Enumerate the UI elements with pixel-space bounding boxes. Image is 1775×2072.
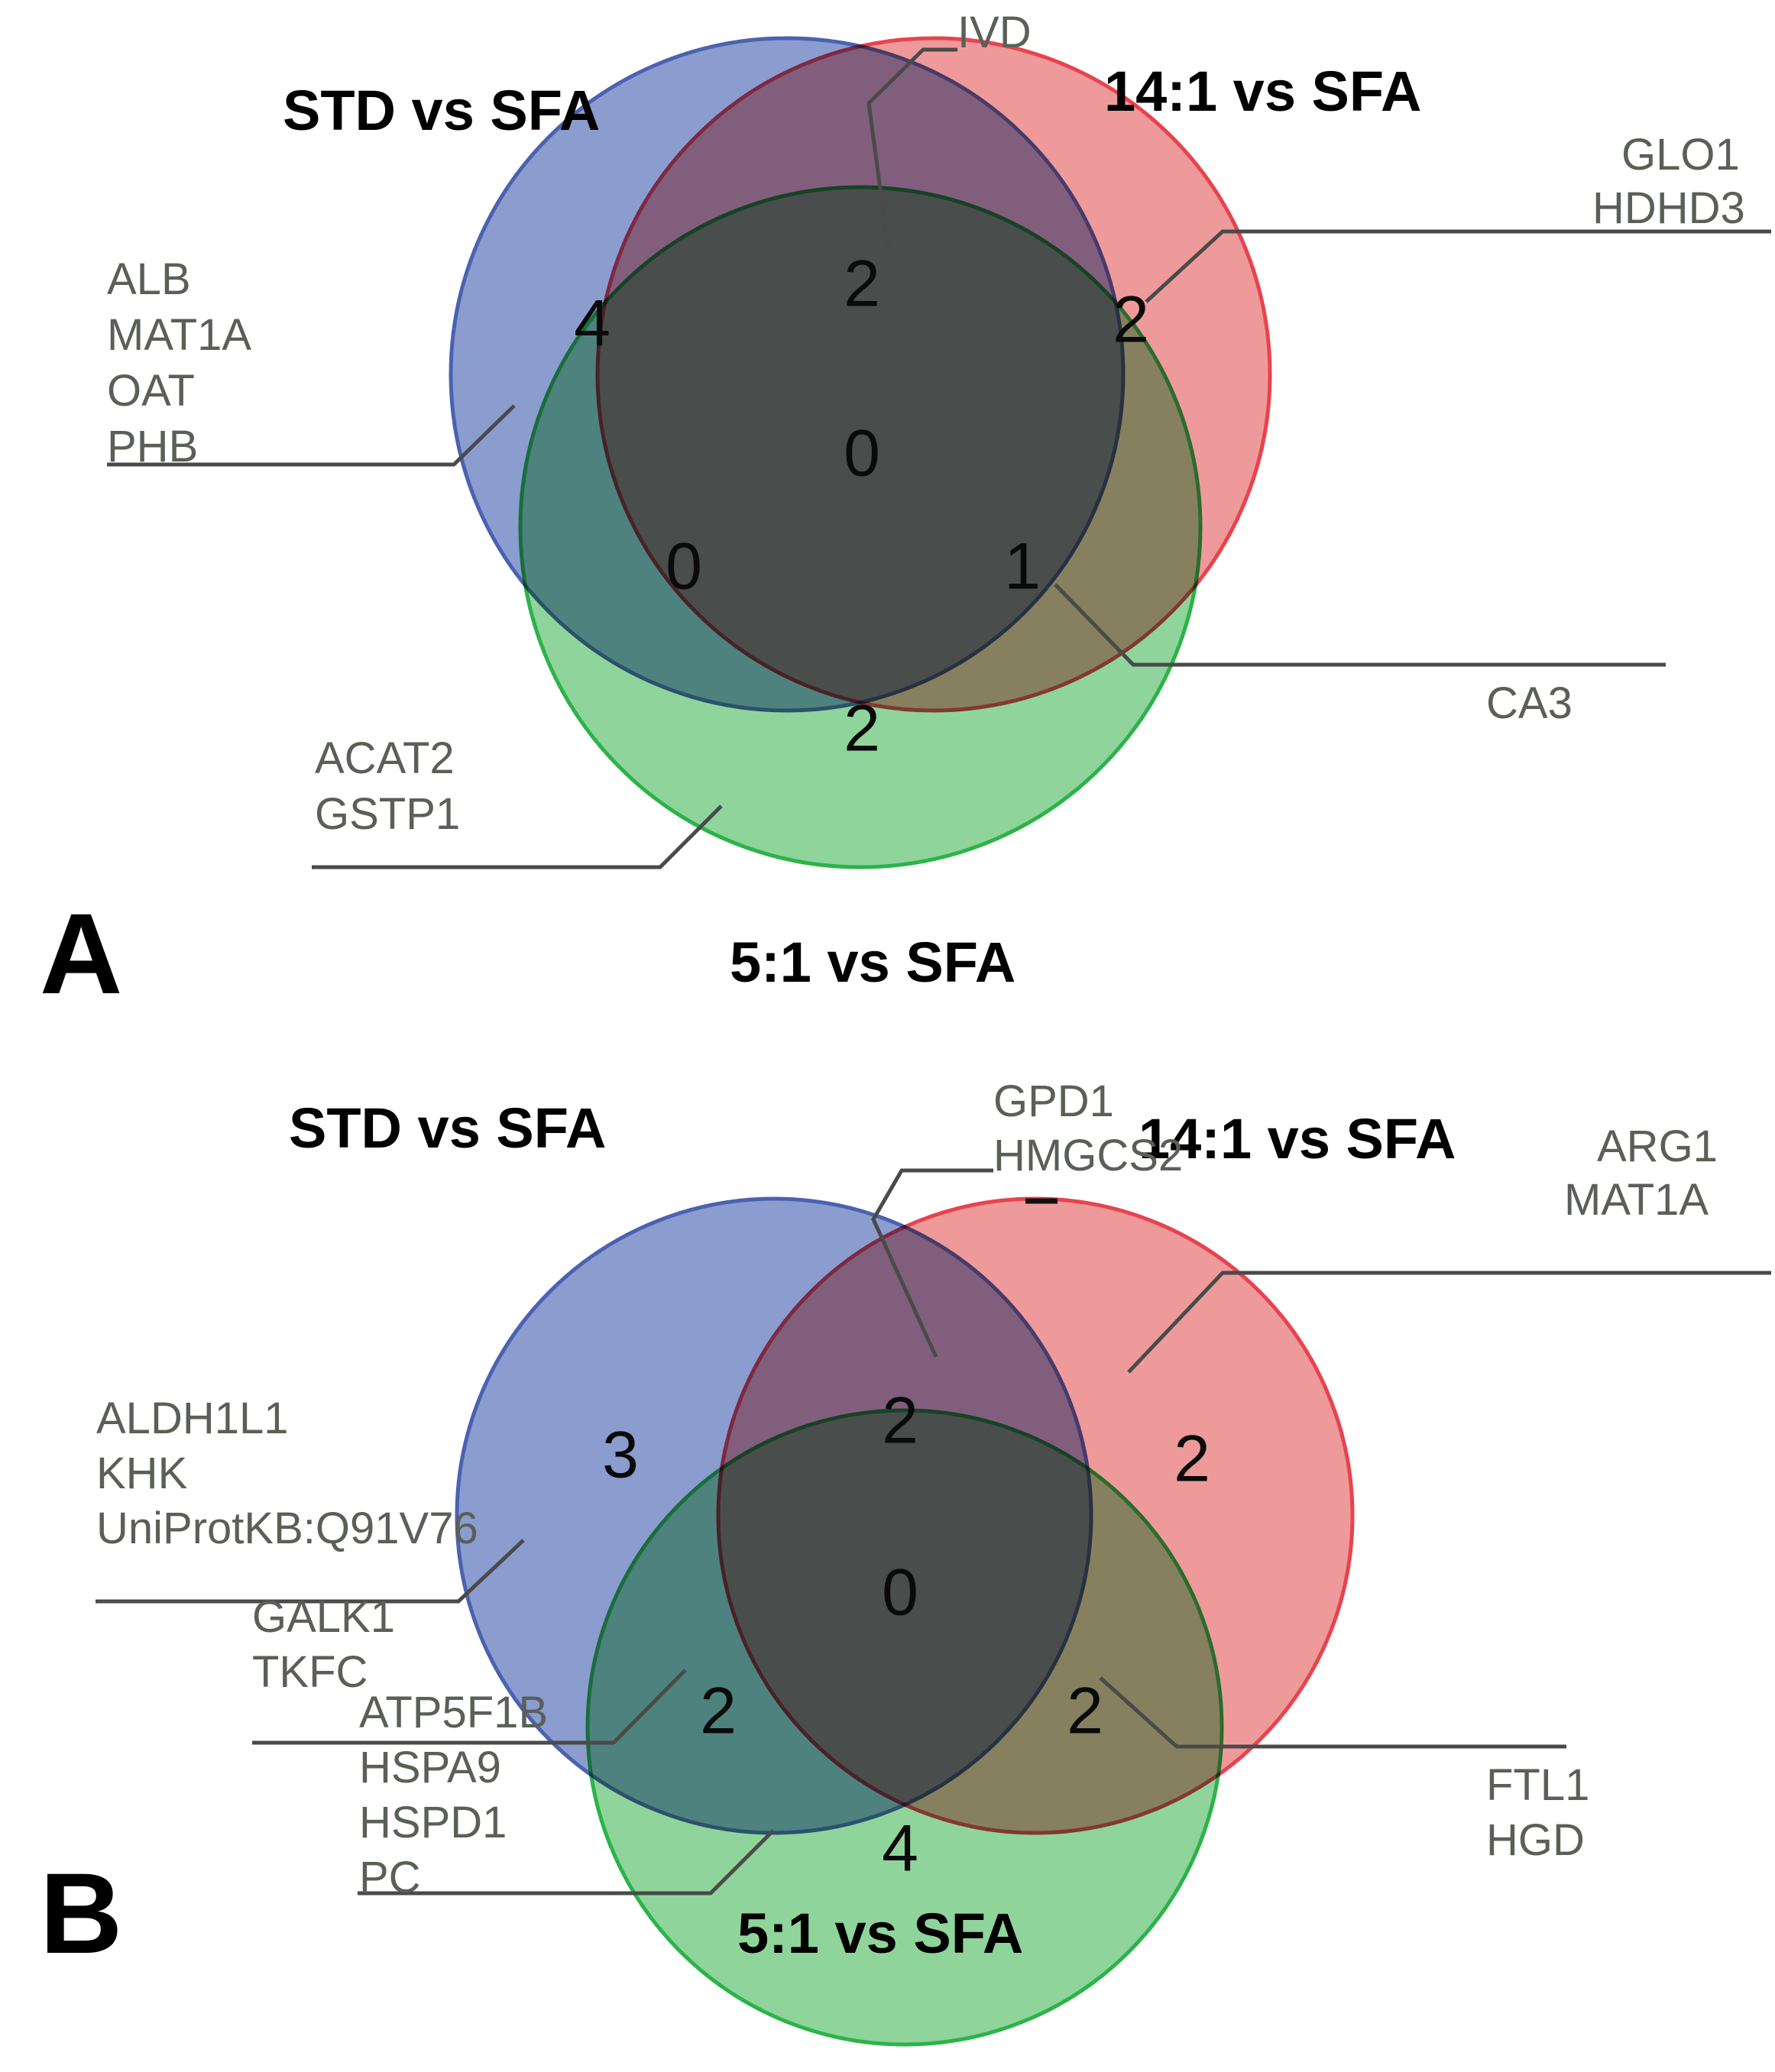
set-title-red-b: 14:1 vs SFA bbox=[1139, 1107, 1456, 1170]
gene-label: PHB bbox=[107, 422, 198, 471]
count-blue-green-a: 0 bbox=[666, 530, 702, 604]
venn-circles-b bbox=[455, 1196, 1355, 2047]
gene-label: GSTP1 bbox=[315, 789, 460, 839]
callout-blue-red-a: APOA1 IVD bbox=[957, 0, 1105, 57]
set-title-blue-a: STD vs SFA bbox=[283, 79, 600, 142]
set-title-blue-b: STD vs SFA bbox=[289, 1096, 606, 1160]
leader-line-blue-only-a bbox=[107, 404, 516, 467]
gene-label: OAT bbox=[107, 366, 195, 416]
callout-green-only-b: ATP5F1B HSPA9 HSPD1 PC bbox=[359, 1688, 548, 1902]
callout-blue-only-b: ALDH1L1 KHK UniProtKB:Q91V76 bbox=[96, 1394, 478, 1553]
venn-circle-green-b bbox=[585, 1408, 1224, 2047]
venn-circle-green-a bbox=[518, 185, 1203, 869]
callout-red-only-a: GLO1 HDHD3 bbox=[1592, 130, 1745, 233]
count-blue-green-b: 2 bbox=[700, 1675, 737, 1748]
callout-red-only-b: ARG1 MAT1A bbox=[1564, 1122, 1718, 1225]
panel-letter-b: B bbox=[40, 1849, 122, 1977]
count-green-only-b: 4 bbox=[882, 1812, 918, 1886]
panel-letter-a: A bbox=[40, 889, 122, 1018]
count-red-only-a: 2 bbox=[1113, 283, 1149, 357]
leader-line-red-green-b bbox=[1099, 1676, 1566, 1749]
gene-label: CA3 bbox=[1486, 678, 1573, 728]
gene-label: MAT1A bbox=[107, 310, 251, 360]
gene-label: PC bbox=[359, 1853, 421, 1902]
count-all-three-b: 0 bbox=[882, 1556, 918, 1630]
gene-label: MAT1A bbox=[1564, 1175, 1709, 1225]
gene-label: FTL1 bbox=[1486, 1760, 1589, 1810]
set-title-green-a: 5:1 vs SFA bbox=[730, 931, 1015, 994]
count-red-only-b: 2 bbox=[1174, 1423, 1210, 1496]
leader-line-blue-only-b bbox=[96, 1539, 525, 1604]
callout-blue-only-a: ALB MAT1A OAT PHB bbox=[107, 254, 251, 471]
gene-label: HGD bbox=[1486, 1815, 1585, 1865]
count-all-three-a: 0 bbox=[844, 417, 880, 490]
count-blue-red-b: 2 bbox=[882, 1384, 918, 1458]
leader-line-green-only-b bbox=[358, 1829, 775, 1896]
gene-label: HDHD3 bbox=[1592, 183, 1745, 233]
panel-b: STD vs SFA 14:1 vs SFA 5:1 vs SFA 3 2 2 … bbox=[0, 1036, 1775, 2072]
gene-label: ARG1 bbox=[1597, 1122, 1718, 1171]
callout-red-green-b: FTL1 HGD bbox=[1486, 1760, 1589, 1865]
callout-blue-red-b: GPD1 HMGCS2 bbox=[993, 1076, 1183, 1180]
gene-label: TKFC bbox=[252, 1647, 368, 1697]
count-blue-only-a: 4 bbox=[574, 287, 611, 361]
gene-label: ATP5F1B bbox=[359, 1688, 548, 1737]
gene-label: KHK bbox=[96, 1449, 188, 1498]
count-red-green-b: 2 bbox=[1067, 1675, 1103, 1748]
leader-line-red-only-a bbox=[1145, 229, 1771, 303]
leader-line-blue-red-a bbox=[866, 47, 957, 253]
gene-label: APOA1 bbox=[957, 0, 1105, 5]
gene-label: ALDH1L1 bbox=[96, 1394, 288, 1443]
panel-a: STD vs SFA 14:1 vs SFA 5:1 vs SFA 4 2 2 … bbox=[40, 0, 1771, 1018]
gene-label: ALB bbox=[107, 254, 191, 304]
count-blue-only-b: 3 bbox=[602, 1419, 639, 1492]
leader-line-green-only-a bbox=[312, 805, 723, 869]
callout-blue-green-b: GALK1 TKFC bbox=[252, 1592, 395, 1697]
callout-red-green-a: CA3 bbox=[1486, 678, 1573, 728]
leader-line-red-green-a bbox=[1054, 583, 1666, 667]
leader-line-red-only-b bbox=[1127, 1271, 1771, 1374]
venn-circles-a bbox=[449, 36, 1272, 869]
set-title-green-b: 5:1 vs SFA bbox=[737, 1902, 1023, 1965]
count-blue-red-a: 2 bbox=[844, 248, 880, 321]
gene-label: HSPA9 bbox=[359, 1743, 501, 1792]
set-title-red-a: 14:1 vs SFA bbox=[1104, 60, 1421, 123]
callout-green-only-a: ACAT2 GSTP1 bbox=[315, 733, 460, 839]
gene-label: ACAT2 bbox=[315, 733, 455, 783]
gene-label: UniProtKB:Q91V76 bbox=[96, 1504, 478, 1553]
gene-label: HSPD1 bbox=[359, 1798, 507, 1847]
leader-line-blue-green-b bbox=[252, 1669, 687, 1745]
count-green-only-a: 2 bbox=[844, 692, 880, 766]
leader-line-blue-red-b bbox=[871, 1168, 993, 1358]
count-red-green-a: 1 bbox=[1004, 530, 1041, 604]
gene-label: IVD bbox=[957, 8, 1032, 57]
gene-label: GLO1 bbox=[1621, 130, 1740, 180]
gene-label: GPD1 bbox=[993, 1076, 1114, 1126]
gene-label: HMGCS2 bbox=[993, 1131, 1183, 1180]
gene-label: GALK1 bbox=[252, 1592, 395, 1642]
